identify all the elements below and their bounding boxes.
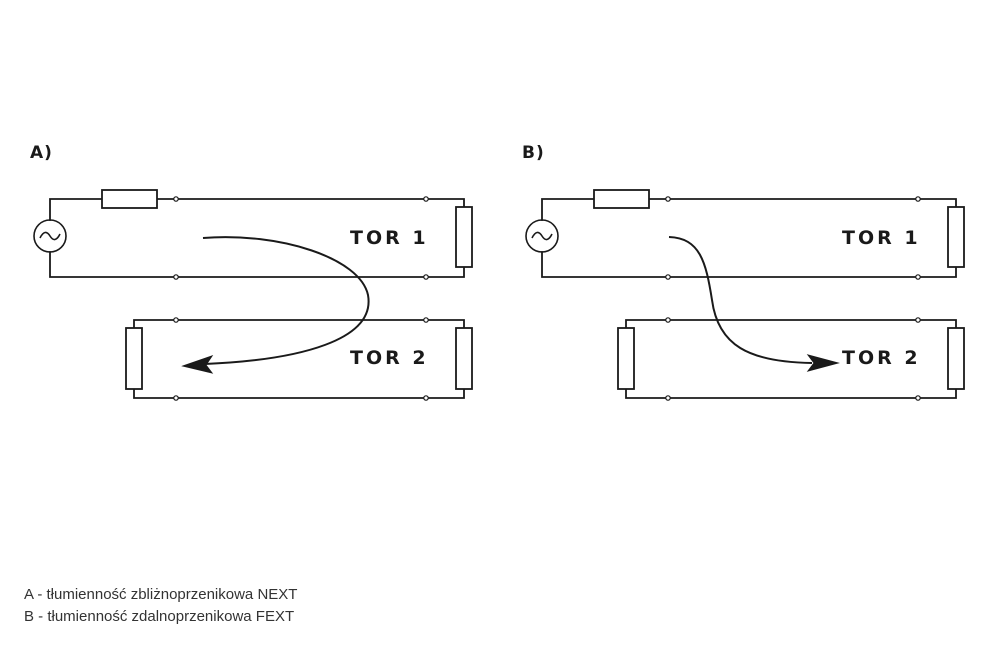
panel-a-line2-node: [173, 317, 179, 323]
panel-b-arrowhead-icon: [806, 354, 840, 372]
panel-b-line2-node: [915, 395, 921, 401]
panel-b-line2-node: [915, 317, 921, 323]
panel-b-line1-node: [915, 274, 921, 280]
panel-b-line1-node: [665, 196, 671, 202]
panel-a: A) TOR 1 TOR 2: [30, 143, 473, 401]
panel-b-fext-coupling-arrow: [668, 236, 840, 372]
panel-b-line2-node: [665, 317, 671, 323]
panel-a-line1-circuit: TOR 1: [33, 189, 473, 280]
panel-b-line2-top-wire: [625, 319, 957, 329]
panel-b-generator-icon: [525, 219, 559, 253]
panel-b-line2-near-resistor: [617, 327, 635, 390]
panel-b-line1-circuit: TOR 1: [525, 189, 965, 280]
panel-a-line1-node: [173, 274, 179, 280]
legend-item-next: A - tłumienność zbliżnoprzenikowa NEXT: [24, 586, 298, 603]
panel-a-arrowhead-icon: [181, 355, 214, 374]
legend: A - tłumienność zbliżnoprzenikowa NEXT B…: [24, 584, 297, 628]
panel-a-line2-near-resistor: [125, 327, 143, 390]
panel-a-line1-node: [423, 274, 429, 280]
panel-b: B) TOR 1 TOR 2: [522, 143, 965, 401]
panel-b-line2-far-resistor: [947, 327, 965, 390]
panel-b-line2-bottom-wire: [625, 388, 957, 399]
panel-a-line2-node: [173, 395, 179, 401]
panel-a-line2-top-wire: [133, 319, 465, 329]
panel-a-line1-label: TOR 1: [350, 227, 429, 249]
panel-a-line2-node: [423, 317, 429, 323]
panel-b-label: B): [522, 143, 545, 163]
panel-a-line1-top-wire: [49, 198, 465, 221]
panel-b-series-resistor: [593, 189, 650, 209]
panel-b-line1-top-wire: [541, 198, 957, 221]
panel-b-line2-label: TOR 2: [842, 347, 921, 369]
panel-a-line1-node: [423, 196, 429, 202]
panel-a-line2-bottom-wire: [133, 388, 465, 399]
panel-a-line2-node: [423, 395, 429, 401]
panel-a-line2-far-resistor: [455, 327, 473, 390]
panel-b-line1-bottom-wire: [541, 251, 957, 278]
panel-b-line2-node: [665, 395, 671, 401]
panel-b-line1-node: [665, 274, 671, 280]
panel-b-line1-node: [915, 196, 921, 202]
panel-a-line1-node: [173, 196, 179, 202]
panel-a-next-coupling-arrow: [181, 236, 370, 374]
panel-a-series-resistor: [101, 189, 158, 209]
panel-a-line2-label: TOR 2: [350, 347, 429, 369]
panel-b-line1-label: TOR 1: [842, 227, 921, 249]
panel-a-line1-bottom-wire: [49, 251, 465, 278]
panel-b-line1-load-resistor: [947, 206, 965, 268]
panel-a-line2-circuit: TOR 2: [125, 317, 473, 401]
panel-a-line1-load-resistor: [455, 206, 473, 268]
panel-b-line2-circuit: TOR 2: [617, 317, 965, 401]
legend-item-fext: B - tłumienność zdalnoprzenikowa FEXT: [24, 608, 295, 625]
panel-a-generator-icon: [33, 219, 67, 253]
panel-a-label: A): [30, 143, 53, 163]
